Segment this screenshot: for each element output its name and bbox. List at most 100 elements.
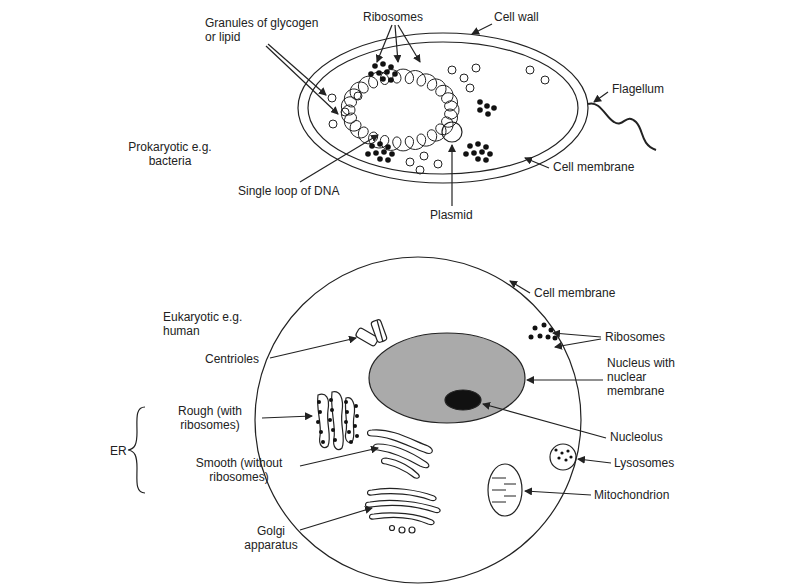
ribosome-dot xyxy=(376,70,382,76)
ribosome-dot xyxy=(483,157,489,163)
ribosome-dot xyxy=(553,336,558,341)
ribosome-dot xyxy=(463,151,469,157)
part-label: Mitochondrion xyxy=(594,488,669,502)
part-label: Rough (with ribosomes) xyxy=(160,404,260,432)
part-label: Smooth (without ribosomes) xyxy=(180,456,298,484)
ribosome-dot xyxy=(491,105,497,111)
ribosome-dot xyxy=(331,428,335,432)
ribosome-dot xyxy=(354,404,358,408)
ribosome-dot xyxy=(347,430,351,434)
ribosome-dot xyxy=(485,111,491,117)
ribosome-dot xyxy=(554,448,557,451)
ribosome-dot xyxy=(385,144,391,150)
nucleolus xyxy=(445,390,481,410)
ribosome-dot xyxy=(388,64,394,70)
part-label: Flagellum xyxy=(612,82,664,96)
ribosome-dot xyxy=(538,334,543,339)
ribosome-dot xyxy=(471,150,477,156)
ribosome-dot xyxy=(344,400,348,404)
ribosome-dot xyxy=(564,458,567,461)
ribosome-dot xyxy=(467,143,473,149)
ribosome-dot xyxy=(546,335,551,340)
ribosome-dot xyxy=(368,71,374,77)
part-label: Centrioles xyxy=(205,352,259,366)
ribosome-dot xyxy=(377,156,383,162)
ribosome-dot xyxy=(484,103,490,109)
leader-lines xyxy=(262,24,611,530)
part-label: Ribosomes xyxy=(363,10,423,24)
mitochondrion xyxy=(488,464,522,516)
ribosome-dot xyxy=(569,455,572,458)
part-label: Granules of glycogen or lipid xyxy=(205,16,327,44)
ribosome-dot xyxy=(328,418,332,422)
ribosome-dot xyxy=(529,335,534,340)
ribosome-dot xyxy=(557,456,560,459)
ribosome-dot xyxy=(345,410,349,414)
cell-membrane xyxy=(308,42,578,174)
ribosome-dot xyxy=(372,63,378,69)
ribosome-dot xyxy=(479,149,485,155)
ribosome-dot xyxy=(487,151,493,157)
centrioles xyxy=(355,319,387,347)
part-label: Prokaryotic e.g. bacteria xyxy=(125,140,215,168)
ribosome-dot xyxy=(560,451,563,454)
ribosome-dot xyxy=(483,144,489,150)
ribosome-dot xyxy=(381,149,387,155)
ribosome-dot xyxy=(477,99,483,105)
ribosome-dot xyxy=(365,151,371,157)
ribosome-dot xyxy=(477,107,483,113)
smooth-er xyxy=(368,430,433,478)
ribosome-dots xyxy=(316,61,573,461)
ribosome-dot xyxy=(318,410,322,414)
part-label: Eukaryotic e.g. human xyxy=(163,310,243,338)
ribosome-dot xyxy=(319,430,323,434)
golgi-apparatus xyxy=(366,488,441,533)
ribosome-dot xyxy=(388,77,394,83)
ribosome-dot xyxy=(344,420,348,424)
ribosome-dot xyxy=(384,69,390,75)
part-label: Plasmid xyxy=(430,208,473,222)
ribosome-dot xyxy=(549,328,554,333)
part-label: Single loop of DNA xyxy=(238,184,339,198)
cell-membrane xyxy=(255,257,581,583)
ribosome-dot xyxy=(316,420,320,424)
ribosome-dot xyxy=(566,449,569,452)
dna-loop xyxy=(341,69,459,151)
ribosome-dot xyxy=(377,141,383,147)
ribosome-dot xyxy=(373,150,379,156)
lysosome xyxy=(550,444,576,470)
part-label: Golgi apparatus xyxy=(238,524,304,552)
ribosome-dot xyxy=(475,141,481,147)
ribosome-dot xyxy=(369,143,375,149)
part-label: ER xyxy=(110,444,127,458)
ribosome-dot xyxy=(330,408,334,412)
part-label: Cell wall xyxy=(494,10,539,24)
ribosome-dot xyxy=(380,76,386,82)
ribosome-dot xyxy=(475,156,481,162)
ribosome-dot xyxy=(353,424,357,428)
granules xyxy=(328,64,549,174)
part-label: Nucleus with nuclear membrane xyxy=(607,356,687,398)
part-label: Ribosomes xyxy=(605,330,665,344)
ribosome-dot xyxy=(533,326,538,331)
part-label: Nucleolus xyxy=(610,430,663,444)
ribosome-dot xyxy=(355,434,359,438)
part-label: Cell membrane xyxy=(534,286,615,300)
plasmid xyxy=(442,122,462,142)
rough-er xyxy=(318,392,355,450)
ribosome-dot xyxy=(349,440,353,444)
ribosome-dot xyxy=(389,151,395,157)
part-label: Cell membrane xyxy=(553,160,634,174)
ribosome-dot xyxy=(542,323,547,328)
ribosome-dot xyxy=(392,71,398,77)
ribosome-dot xyxy=(333,438,337,442)
ribosome-dot xyxy=(380,61,386,67)
flagellum xyxy=(588,103,656,150)
ribosome-dot xyxy=(385,157,391,163)
ribosome-dot xyxy=(355,414,359,418)
ribosome-dot xyxy=(321,440,325,444)
part-label: Lysosomes xyxy=(614,456,674,470)
ribosome-dot xyxy=(317,400,321,404)
